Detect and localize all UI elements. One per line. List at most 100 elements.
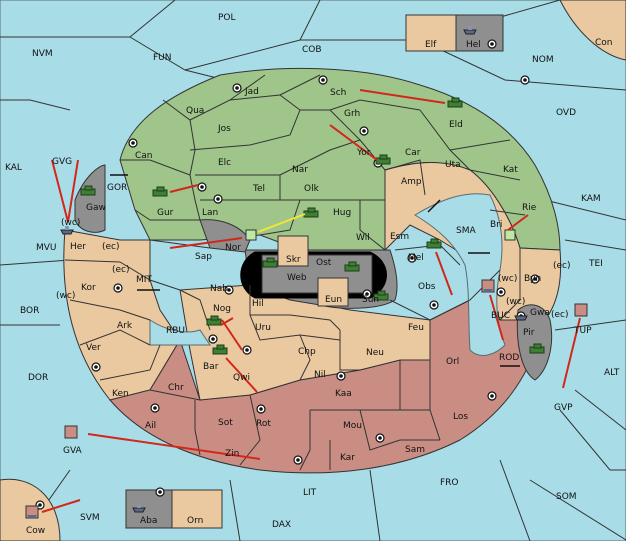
label-sam: Sam bbox=[405, 445, 425, 455]
sea-nom: NOM bbox=[532, 55, 554, 65]
label-olk: Olk bbox=[304, 184, 320, 194]
label-orl: Orl bbox=[446, 357, 459, 367]
label-qwi: Qwi bbox=[233, 373, 250, 383]
label-ken: Ken bbox=[112, 389, 129, 399]
label-kor: Kor bbox=[81, 283, 96, 293]
province-orn[interactable] bbox=[171, 489, 223, 529]
label-can: Can bbox=[135, 151, 153, 161]
sea-fro: FRO bbox=[440, 478, 459, 488]
province-aba[interactable] bbox=[125, 489, 173, 529]
sea-rbu: RBU bbox=[166, 326, 185, 336]
fleet-units bbox=[25, 26, 588, 519]
label-zin: Zin bbox=[225, 449, 239, 459]
sea-kam: KAM bbox=[581, 194, 601, 204]
label-uru: Uru bbox=[255, 323, 271, 333]
label-con: Con bbox=[595, 38, 613, 48]
sea-gor: GOR bbox=[107, 183, 127, 193]
sea-rod: ROD bbox=[499, 353, 519, 363]
label-uta: Uta bbox=[445, 160, 461, 170]
label-feu: Feu bbox=[408, 323, 424, 333]
label-sch: Sch bbox=[330, 88, 346, 98]
province-gaw[interactable] bbox=[74, 164, 106, 233]
label-ark: Ark bbox=[117, 321, 133, 331]
label-pir: Pir bbox=[523, 328, 535, 338]
label-skr: Skr bbox=[286, 255, 301, 265]
label-chp: Chp bbox=[298, 347, 316, 357]
order-arrows bbox=[41, 89, 581, 513]
label-rie: Rie bbox=[522, 203, 537, 213]
label-sun: Sun bbox=[362, 295, 379, 305]
double-arrows bbox=[110, 174, 520, 367]
label-esm: Esm bbox=[390, 232, 409, 242]
label-yor: Yor bbox=[356, 148, 371, 158]
sea-sma: SMA bbox=[456, 226, 476, 236]
lake-rbu[interactable] bbox=[149, 319, 211, 346]
label-tup: TUP bbox=[573, 326, 592, 336]
label-wc4: (wc) bbox=[506, 297, 525, 307]
sea-som: SOM bbox=[556, 492, 577, 502]
sea-ovd: OVD bbox=[556, 108, 576, 118]
sea-bor: BOR bbox=[20, 306, 39, 316]
label-aba: Aba bbox=[140, 516, 157, 526]
label-gwa: Gwa bbox=[530, 308, 550, 318]
province-labels: Elf Hel Con Jad Sch Qua Grh Eld Jos Can … bbox=[26, 38, 613, 536]
sea-tei: TEI bbox=[588, 259, 603, 269]
label-ver: Ver bbox=[86, 343, 101, 353]
province-skr[interactable] bbox=[277, 235, 309, 267]
bri-square-unit bbox=[504, 229, 516, 241]
label-rot: Rot bbox=[256, 419, 271, 429]
label-nar: Nar bbox=[292, 165, 308, 175]
province-pir[interactable] bbox=[516, 304, 553, 381]
label-lan: Lan bbox=[202, 208, 218, 218]
label-orn: Orn bbox=[187, 516, 203, 526]
sea-fun: FUN bbox=[153, 53, 172, 63]
label-nab: Nab bbox=[210, 284, 228, 294]
label-wc2: (wc) bbox=[498, 274, 517, 284]
label-ec2: (ec) bbox=[112, 265, 130, 275]
province-eun[interactable] bbox=[317, 277, 349, 307]
sea-cob: COB bbox=[302, 45, 322, 55]
label-qua: Qua bbox=[186, 106, 204, 116]
sea-dax: DAX bbox=[272, 520, 291, 530]
label-eld: Eld bbox=[449, 120, 463, 130]
label-eun: Eun bbox=[325, 295, 342, 305]
label-ost: Ost bbox=[316, 258, 332, 268]
label-neu: Neu bbox=[366, 348, 384, 358]
label-hel: Hel bbox=[466, 40, 481, 50]
region-west bbox=[63, 229, 181, 401]
label-tel: Tel bbox=[252, 184, 265, 194]
label-kaa: Kaa bbox=[335, 389, 352, 399]
label-wc3: (wc) bbox=[56, 291, 75, 301]
label-mel: Mel bbox=[408, 253, 424, 263]
label-sap: Sap bbox=[195, 252, 212, 262]
label-hug: Hug bbox=[333, 208, 351, 218]
nor-square-unit bbox=[245, 229, 257, 241]
sea-dor: DOR bbox=[28, 373, 48, 383]
label-nog: Nog bbox=[213, 304, 231, 314]
label-kat: Kat bbox=[503, 165, 518, 175]
label-car: Car bbox=[405, 148, 421, 158]
label-hil: Hil bbox=[252, 299, 264, 309]
province-elf[interactable] bbox=[405, 14, 457, 52]
sea-nvm: NVM bbox=[32, 49, 53, 59]
lake-sma[interactable] bbox=[414, 193, 506, 356]
label-elc: Elc bbox=[218, 158, 231, 168]
sea-kal: KAL bbox=[5, 163, 22, 173]
label-amp: Amp bbox=[401, 177, 422, 187]
sea-buc: BUC bbox=[491, 311, 510, 321]
sea-gvg: GVG bbox=[52, 157, 72, 167]
sea-alt: ALT bbox=[604, 368, 620, 378]
label-bar: Bar bbox=[203, 362, 219, 372]
sea-svm: SVM bbox=[80, 513, 100, 523]
label-sot: Sot bbox=[218, 418, 233, 428]
label-los: Los bbox=[453, 412, 468, 422]
label-jad: Jad bbox=[244, 87, 259, 97]
sea-labels: POL NVM FUN COB NOM OVD KAL KAM TEI BOR … bbox=[5, 13, 620, 530]
label-nil: Nil bbox=[314, 370, 326, 380]
label-gur: Gur bbox=[157, 208, 174, 218]
label-nor: Nor bbox=[225, 243, 241, 253]
label-ec1: (ec) bbox=[102, 242, 120, 252]
label-ail: Ail bbox=[145, 421, 156, 431]
